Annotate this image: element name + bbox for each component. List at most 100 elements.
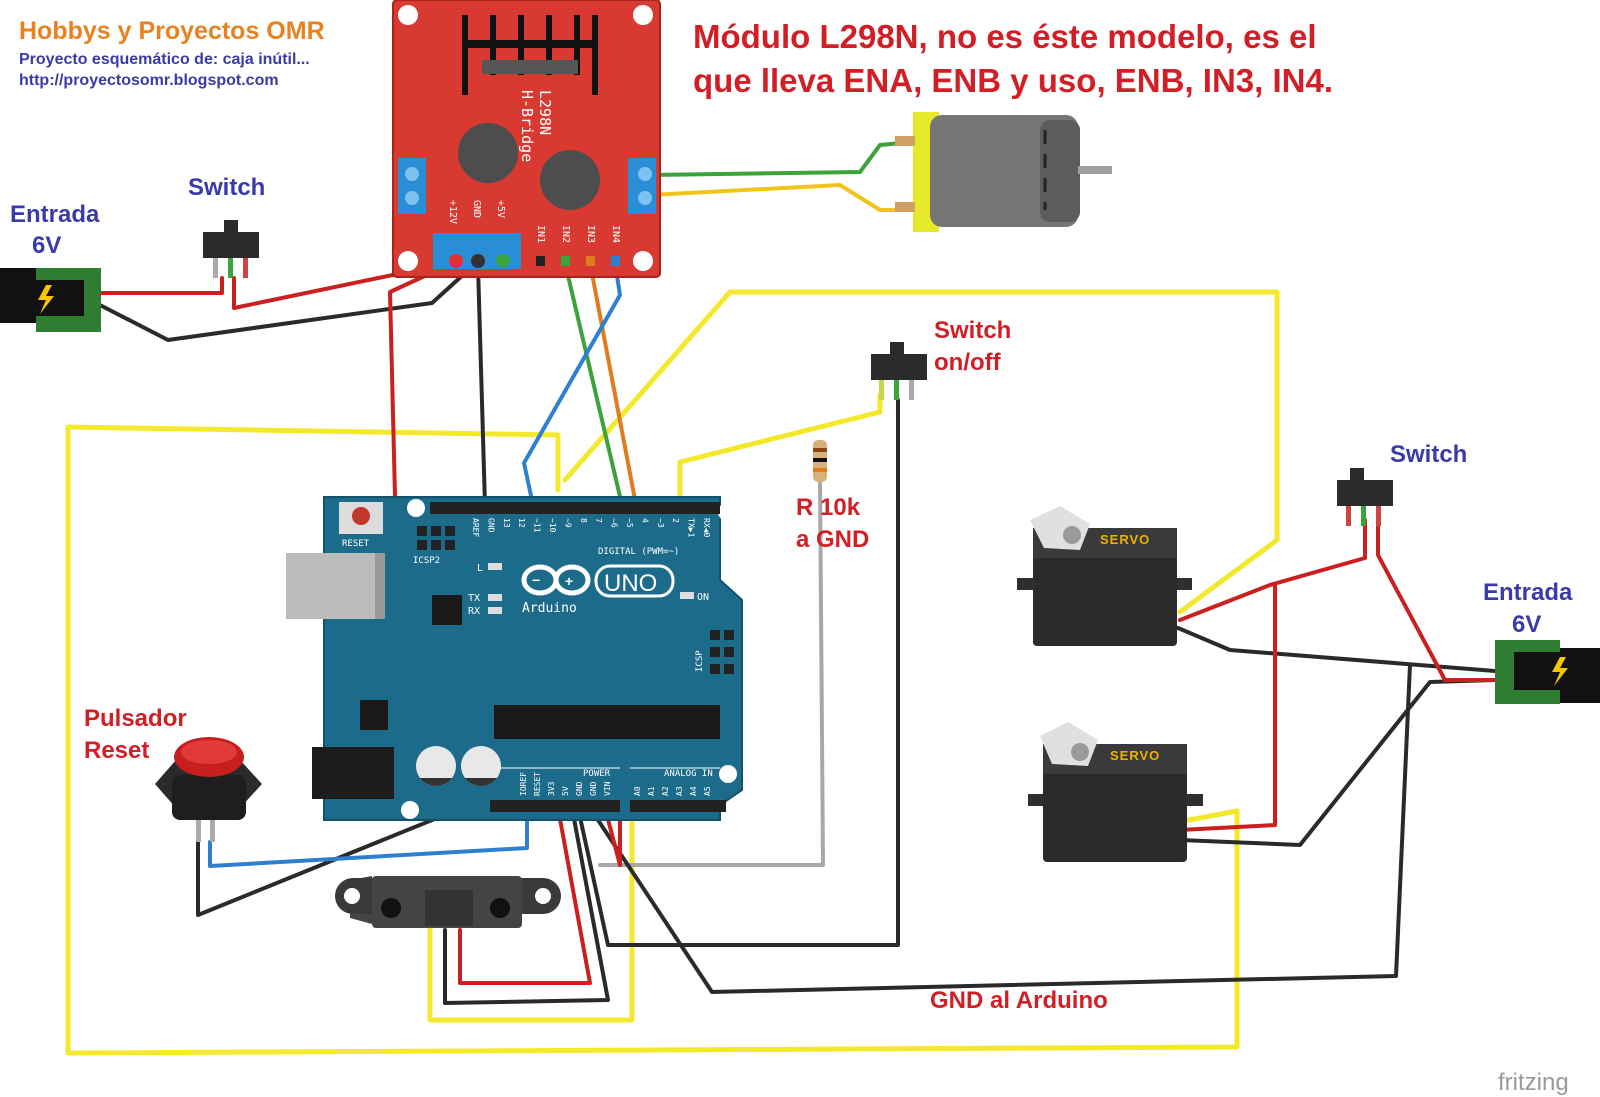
digital-pin-label-11: 4: [640, 518, 649, 523]
wire-red-switch-l298: [232, 260, 457, 310]
label-entrada-right: Entrada: [1483, 579, 1573, 606]
barrel-jack: [312, 747, 394, 799]
digital-pin-label-2: 13: [502, 518, 511, 528]
digital-pin-label-3: 12: [517, 518, 526, 528]
digital-pin-label-7: 8: [579, 518, 588, 523]
l298n-pin-in4: IN4: [610, 225, 621, 243]
note-line2: que lleva ENA, ENB y uso, ENB, IN3, IN4.: [693, 62, 1333, 99]
label-gnd-arduino: GND al Arduino: [930, 987, 1108, 1014]
arduino-logo-icon: [521, 564, 591, 596]
digital-header: [430, 502, 720, 514]
analog-label: ANALOG IN: [664, 769, 713, 779]
wire-yellow-motor: [648, 183, 914, 212]
terminal-right: [628, 158, 656, 214]
l298n-pin-12v: +12V: [447, 200, 458, 224]
arduino-model: UNO: [604, 570, 657, 597]
wire-black-left-input: [94, 263, 476, 342]
digital-pin-label-9: ~6: [610, 518, 619, 528]
digital-pin-label-10: ~5: [625, 518, 634, 528]
digital-pin-label-14: TX▶1: [687, 518, 696, 537]
l298n-subname: H-Bridge: [518, 90, 536, 162]
icsp2-label: ICSP2: [413, 556, 440, 566]
power-pin-label-4: GND: [575, 781, 584, 796]
wire-yellow-sensor: [427, 805, 635, 1023]
digital-label: DIGITAL (PWM=~): [598, 547, 679, 557]
label-switch-onoff-1: Switch: [934, 317, 1011, 344]
terminal-left: [398, 158, 426, 214]
digital-pin-label-4: ~11: [533, 518, 542, 533]
note-line1: Módulo L298N, no es éste modelo, es el: [693, 18, 1317, 55]
l298n-name: L298N: [536, 90, 554, 135]
led-rx-label: RX: [468, 606, 480, 617]
label-6v-left: 6V: [32, 232, 61, 259]
header-title: Hobbys y Proyectos OMR: [19, 17, 325, 45]
digital-pin-label-0: AREF: [471, 518, 480, 537]
analog-pin-label-5: A5: [703, 786, 712, 796]
wire-yellow-outer-loop: [65, 424, 1240, 1056]
power-header: [490, 800, 620, 812]
servo-bottom: SERVO: [1028, 722, 1203, 862]
wire-blue-in4: [522, 261, 622, 507]
digital-pin-label-1: GND: [486, 518, 495, 533]
wire-black-gnd-arduino: [588, 663, 1412, 994]
wire-blue-pulsador: [208, 806, 529, 868]
power-jack-right: [1495, 640, 1600, 704]
l298n-pin-gnd: GND: [471, 200, 482, 218]
digital-pin-label-13: 2: [671, 518, 680, 523]
atmega-chip: [494, 705, 720, 739]
label-resistor-1: R 10k: [796, 494, 861, 521]
analog-pin-label-4: A4: [689, 786, 698, 796]
label-6v-right: 6V: [1512, 611, 1541, 638]
label-pulsador-1: Pulsador: [84, 705, 187, 732]
label-resistor-2: a GND: [796, 526, 869, 553]
label-switch-left: Switch: [188, 174, 265, 201]
analog-pin-label-2: A2: [661, 786, 670, 796]
header-subtitle: Proyecto esquemático de: caja inútil...: [19, 51, 310, 68]
wire-black-servo-bottom: [1178, 678, 1497, 847]
power-label: POWER: [583, 769, 611, 779]
led-on-label: ON: [697, 592, 709, 603]
svg-text:−: −: [532, 572, 540, 588]
power-pin-label-6: VIN: [603, 781, 612, 796]
wire-red-servo-top: [1178, 518, 1367, 622]
power-jack-left: [0, 268, 101, 332]
fritzing-logo: fritzing: [1498, 1069, 1569, 1096]
header-url: http://proyectosomr.blogspot.com: [19, 72, 279, 89]
servo-bottom-label: SERVO: [1110, 748, 1160, 763]
resistor-10k: [813, 440, 827, 482]
switch-right: [1337, 468, 1393, 526]
digital-pin-label-12: ~3: [656, 518, 665, 528]
l298n-pin-in2: IN2: [560, 225, 571, 243]
analog-pin-label-0: A0: [633, 786, 642, 796]
digital-pin-label-6: ~9: [563, 518, 572, 528]
pulsador-reset: [155, 737, 262, 842]
heatsink: [462, 15, 598, 95]
analog-header: [630, 800, 726, 812]
label-pulsador-2: Reset: [84, 737, 149, 764]
label-switch-onoff-2: on/off: [934, 349, 1002, 376]
dc-motor: [895, 112, 1112, 232]
power-pin-label-5: GND: [589, 781, 598, 796]
l298n-pin-in3: IN3: [585, 225, 596, 243]
usb-port: [286, 553, 383, 619]
l298n-pin-5v: +5V: [495, 200, 506, 218]
l298n-pin-in1: IN1: [535, 225, 546, 243]
wire-yellow-switch-onoff: [677, 392, 883, 508]
servo-top: SERVO: [1017, 506, 1192, 646]
arduino-brand: Arduino: [522, 601, 577, 616]
wire-black-sensor: [443, 806, 610, 1005]
wire-green-motor: [648, 140, 914, 177]
icsp-label: ICSP: [695, 650, 705, 672]
wires: [65, 140, 1497, 1056]
label-switch-right: Switch: [1390, 441, 1467, 468]
wire-yellow-outer-top: [65, 424, 561, 493]
digital-pin-label-8: 7: [594, 518, 603, 523]
servo-top-label: SERVO: [1100, 532, 1150, 547]
wire-gray-resistor: [598, 478, 825, 867]
power-pin-label-3: 5V: [561, 786, 570, 796]
